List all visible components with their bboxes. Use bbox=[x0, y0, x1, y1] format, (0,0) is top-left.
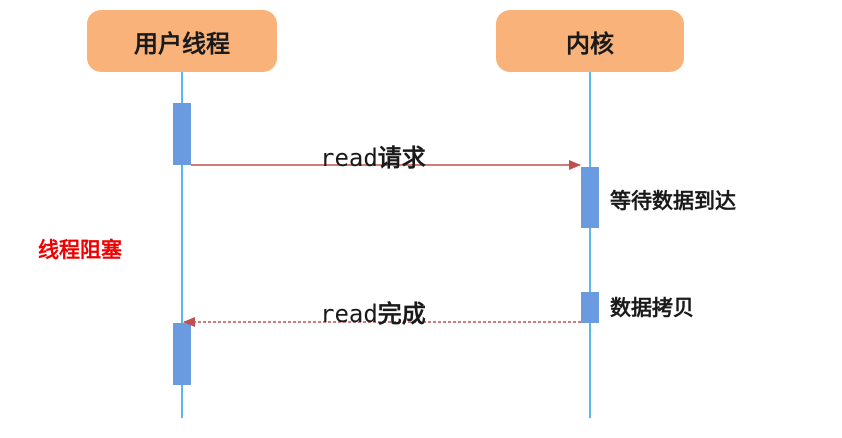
note-thread-blocked: 线程阻塞 bbox=[38, 238, 122, 262]
activation-kernel-wait bbox=[581, 167, 599, 228]
note-wait-data: 等待数据到达 bbox=[610, 189, 736, 213]
read-request-label: read请求 bbox=[320, 138, 426, 173]
actor-kernel: 内核 bbox=[496, 10, 684, 72]
lifeline-kernel bbox=[589, 72, 591, 418]
read-request-text: 请求 bbox=[377, 144, 426, 172]
read-complete-keyword: read bbox=[320, 300, 378, 328]
actor-kernel-label: 内核 bbox=[566, 29, 614, 58]
actor-user-thread-label: 用户线程 bbox=[134, 29, 230, 58]
read-request-keyword: read bbox=[320, 144, 378, 172]
activation-user-before-request bbox=[173, 103, 191, 165]
activation-kernel-copy bbox=[581, 292, 599, 323]
read-complete-label: read完成 bbox=[320, 294, 426, 329]
actor-user-thread: 用户线程 bbox=[87, 10, 277, 72]
lifeline-user-thread bbox=[181, 72, 183, 418]
note-copy-data: 数据拷贝 bbox=[610, 296, 694, 320]
read-complete-text: 完成 bbox=[377, 300, 426, 328]
activation-user-after-complete bbox=[173, 323, 191, 385]
